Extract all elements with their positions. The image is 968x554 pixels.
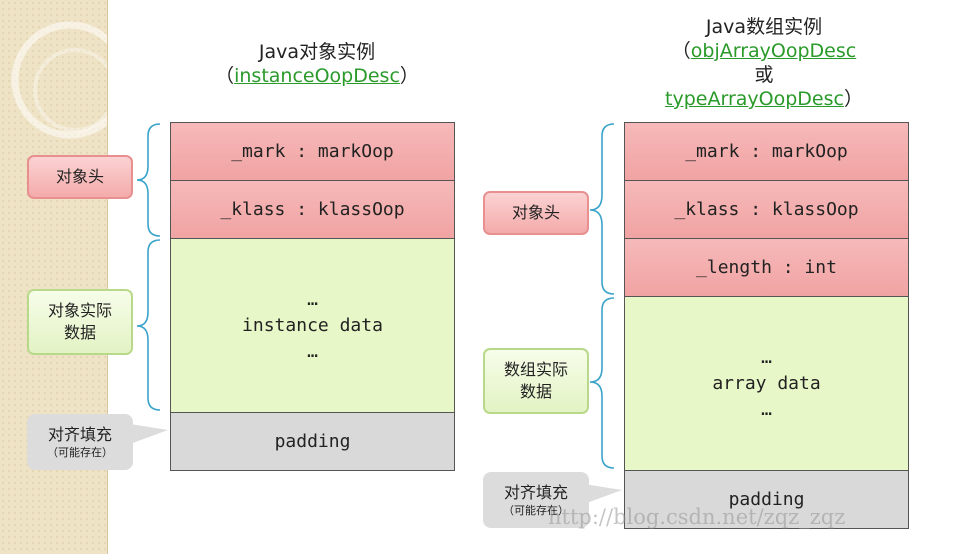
mark-field-text: _mark : markOop [231,141,394,162]
left-data-brace [136,239,161,411]
right-header-brace [589,123,615,295]
or-text: 或 [754,64,774,86]
right-title: Java数组实例 （objArrayOopDesc 或 typeArrayOop… [665,15,863,111]
klass-field-text: _klass : klassOop [674,199,859,220]
right-subtitle-2: typeArrayOopDesc） [665,87,863,111]
left-title: Java对象实例 （instanceOopDesc） [215,40,419,88]
padding-label-sub: （可能存在） [503,504,569,517]
obj-array-oop-desc-link[interactable]: objArrayOopDesc [690,40,857,62]
right-padding-label: 对齐填充 （可能存在） [483,472,589,528]
ellipsis-top: … [307,288,318,310]
length-field-text: _length : int [696,257,837,278]
instance-oop-desc-link[interactable]: instanceOopDesc [234,65,400,87]
left-data-label: 对象实际 数据 [27,289,133,355]
right-klass-block: _klass : klassOop [624,180,909,239]
paren-open: （ [215,65,235,87]
left-padding-block: padding [170,412,455,471]
paren-close: ） [399,65,419,87]
instance-data-text: instance data [242,314,383,336]
left-instance-data-block: … instance data … [170,238,455,413]
paren-close: ） [843,88,863,110]
paren-open: （ [671,40,691,62]
left-header-label: 对象头 [27,155,133,199]
right-mark-block: _mark : markOop [624,122,909,181]
strip-swirl [11,21,107,139]
data-label-line1: 数组实际 [503,360,568,379]
ellipsis-top: … [761,346,772,368]
data-label-line2: 数据 [63,323,96,342]
array-data-text: array data [712,372,821,394]
padding-text: padding [274,431,351,452]
right-header-label: 对象头 [483,191,589,235]
left-klass-block: _klass : klassOop [170,180,455,239]
klass-field-text: _klass : klassOop [220,199,405,220]
right-length-block: _length : int [624,238,909,297]
data-label-line1: 对象实际 [47,301,112,320]
right-title-text: Java数组实例 [705,16,823,38]
ellipsis-bottom: … [761,398,772,420]
padding-label-text: 对齐填充 [47,425,112,444]
right-subtitle-1: （objArrayOopDesc [665,39,863,63]
header-label-text: 对象头 [511,203,560,222]
right-padding-block: padding [624,470,909,529]
right-data-brace [589,297,615,469]
right-padding-pointer [584,484,622,504]
data-label-line2: 数据 [519,382,552,401]
left-subtitle: （instanceOopDesc） [215,64,419,88]
type-array-oop-desc-link[interactable]: typeArrayOopDesc [665,88,844,110]
watermark: http://blog.csdn.net/zqz_zqz [548,505,846,529]
left-title-text: Java对象实例 [258,41,376,63]
padding-text: padding [728,489,805,510]
right-data-label: 数组实际 数据 [483,348,589,414]
ellipsis-bottom: … [307,340,318,362]
right-array-data-block: … array data … [624,296,909,471]
padding-label-sub: （可能存在） [47,446,113,459]
left-padding-pointer [130,424,168,444]
header-label-text: 对象头 [55,167,104,186]
left-padding-label: 对齐填充 （可能存在） [27,414,133,470]
mark-field-text: _mark : markOop [685,141,848,162]
left-header-brace [136,123,161,237]
padding-label-text: 对齐填充 [503,483,568,502]
